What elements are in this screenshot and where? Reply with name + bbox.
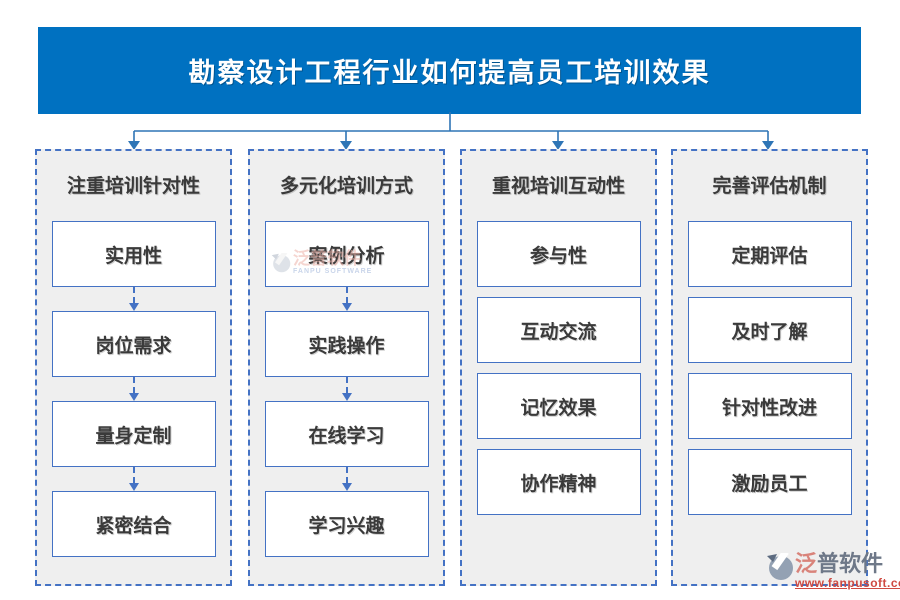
- item-box: 定期评估: [687, 221, 852, 287]
- category-items: 参与性互动交流记忆效果协作精神: [462, 221, 655, 515]
- item-box: 激励员工: [687, 449, 852, 515]
- category-items: 定期评估及时了解针对性改进激励员工: [673, 221, 866, 515]
- fanpu-website-url: www.fanpusoft.com: [795, 576, 900, 590]
- dashed-down-arrow-icon: [128, 377, 139, 401]
- item-box: 在线学习: [264, 401, 429, 467]
- down-arrowhead-icon: [552, 141, 564, 150]
- item-box: 协作精神: [476, 449, 641, 515]
- category-panel-2: 多元化培训方式 案例分析实践操作在线学习学习兴趣: [248, 149, 445, 586]
- dashed-down-arrow-icon: [128, 287, 139, 311]
- category-panel-4: 完善评估机制 定期评估及时了解针对性改进激励员工: [671, 149, 868, 586]
- item-box: 学习兴趣: [264, 491, 429, 557]
- item-box: 实用性: [51, 221, 216, 287]
- brand-accent-char: 泛: [795, 551, 818, 576]
- page-title: 勘察设计工程行业如何提高员工培训效果: [188, 58, 711, 88]
- category-panel-3: 重视培训互动性 参与性互动交流记忆效果协作精神: [460, 149, 657, 586]
- down-arrowhead-icon: [128, 141, 140, 150]
- dashed-down-arrow-icon: [128, 467, 139, 491]
- dashed-down-arrow-icon: [341, 467, 352, 491]
- category-header: 注重培训针对性: [66, 176, 200, 197]
- category-items: 案例分析实践操作在线学习学习兴趣: [250, 221, 443, 557]
- down-arrowhead-icon: [340, 141, 352, 150]
- category-header: 多元化培训方式: [279, 176, 413, 197]
- item-box: 案例分析: [264, 221, 429, 287]
- category-header: 完善评估机制: [712, 176, 827, 197]
- item-box: 参与性: [476, 221, 641, 287]
- item-box: 及时了解: [687, 297, 852, 363]
- category-items: 实用性岗位需求量身定制紧密结合: [37, 221, 230, 557]
- fanpu-brand-name: 泛普软件: [795, 551, 900, 576]
- brand-rest-chars: 普软件: [817, 551, 884, 576]
- item-box: 量身定制: [51, 401, 216, 467]
- down-arrowhead-icon: [762, 141, 774, 150]
- dashed-down-arrow-icon: [341, 287, 352, 311]
- item-box: 岗位需求: [51, 311, 216, 377]
- fanpu-swoosh-icon: [766, 549, 794, 586]
- category-header: 重视培训互动性: [491, 176, 625, 197]
- dashed-down-arrow-icon: [341, 377, 352, 401]
- branch-connector-lines: [128, 112, 774, 150]
- item-box: 实践操作: [264, 311, 429, 377]
- item-box: 紧密结合: [51, 491, 216, 557]
- title-banner: 勘察设计工程行业如何提高员工培训效果: [38, 27, 861, 114]
- item-box: 针对性改进: [687, 373, 852, 439]
- item-box: 记忆效果: [476, 373, 641, 439]
- fanpu-logo: 泛普软件 www.fanpusoft.com: [766, 549, 900, 590]
- category-panel-1: 注重培训针对性 实用性岗位需求量身定制紧密结合: [35, 149, 232, 586]
- item-box: 互动交流: [476, 297, 641, 363]
- fanpu-logo-text: 泛普软件 www.fanpusoft.com: [795, 551, 900, 590]
